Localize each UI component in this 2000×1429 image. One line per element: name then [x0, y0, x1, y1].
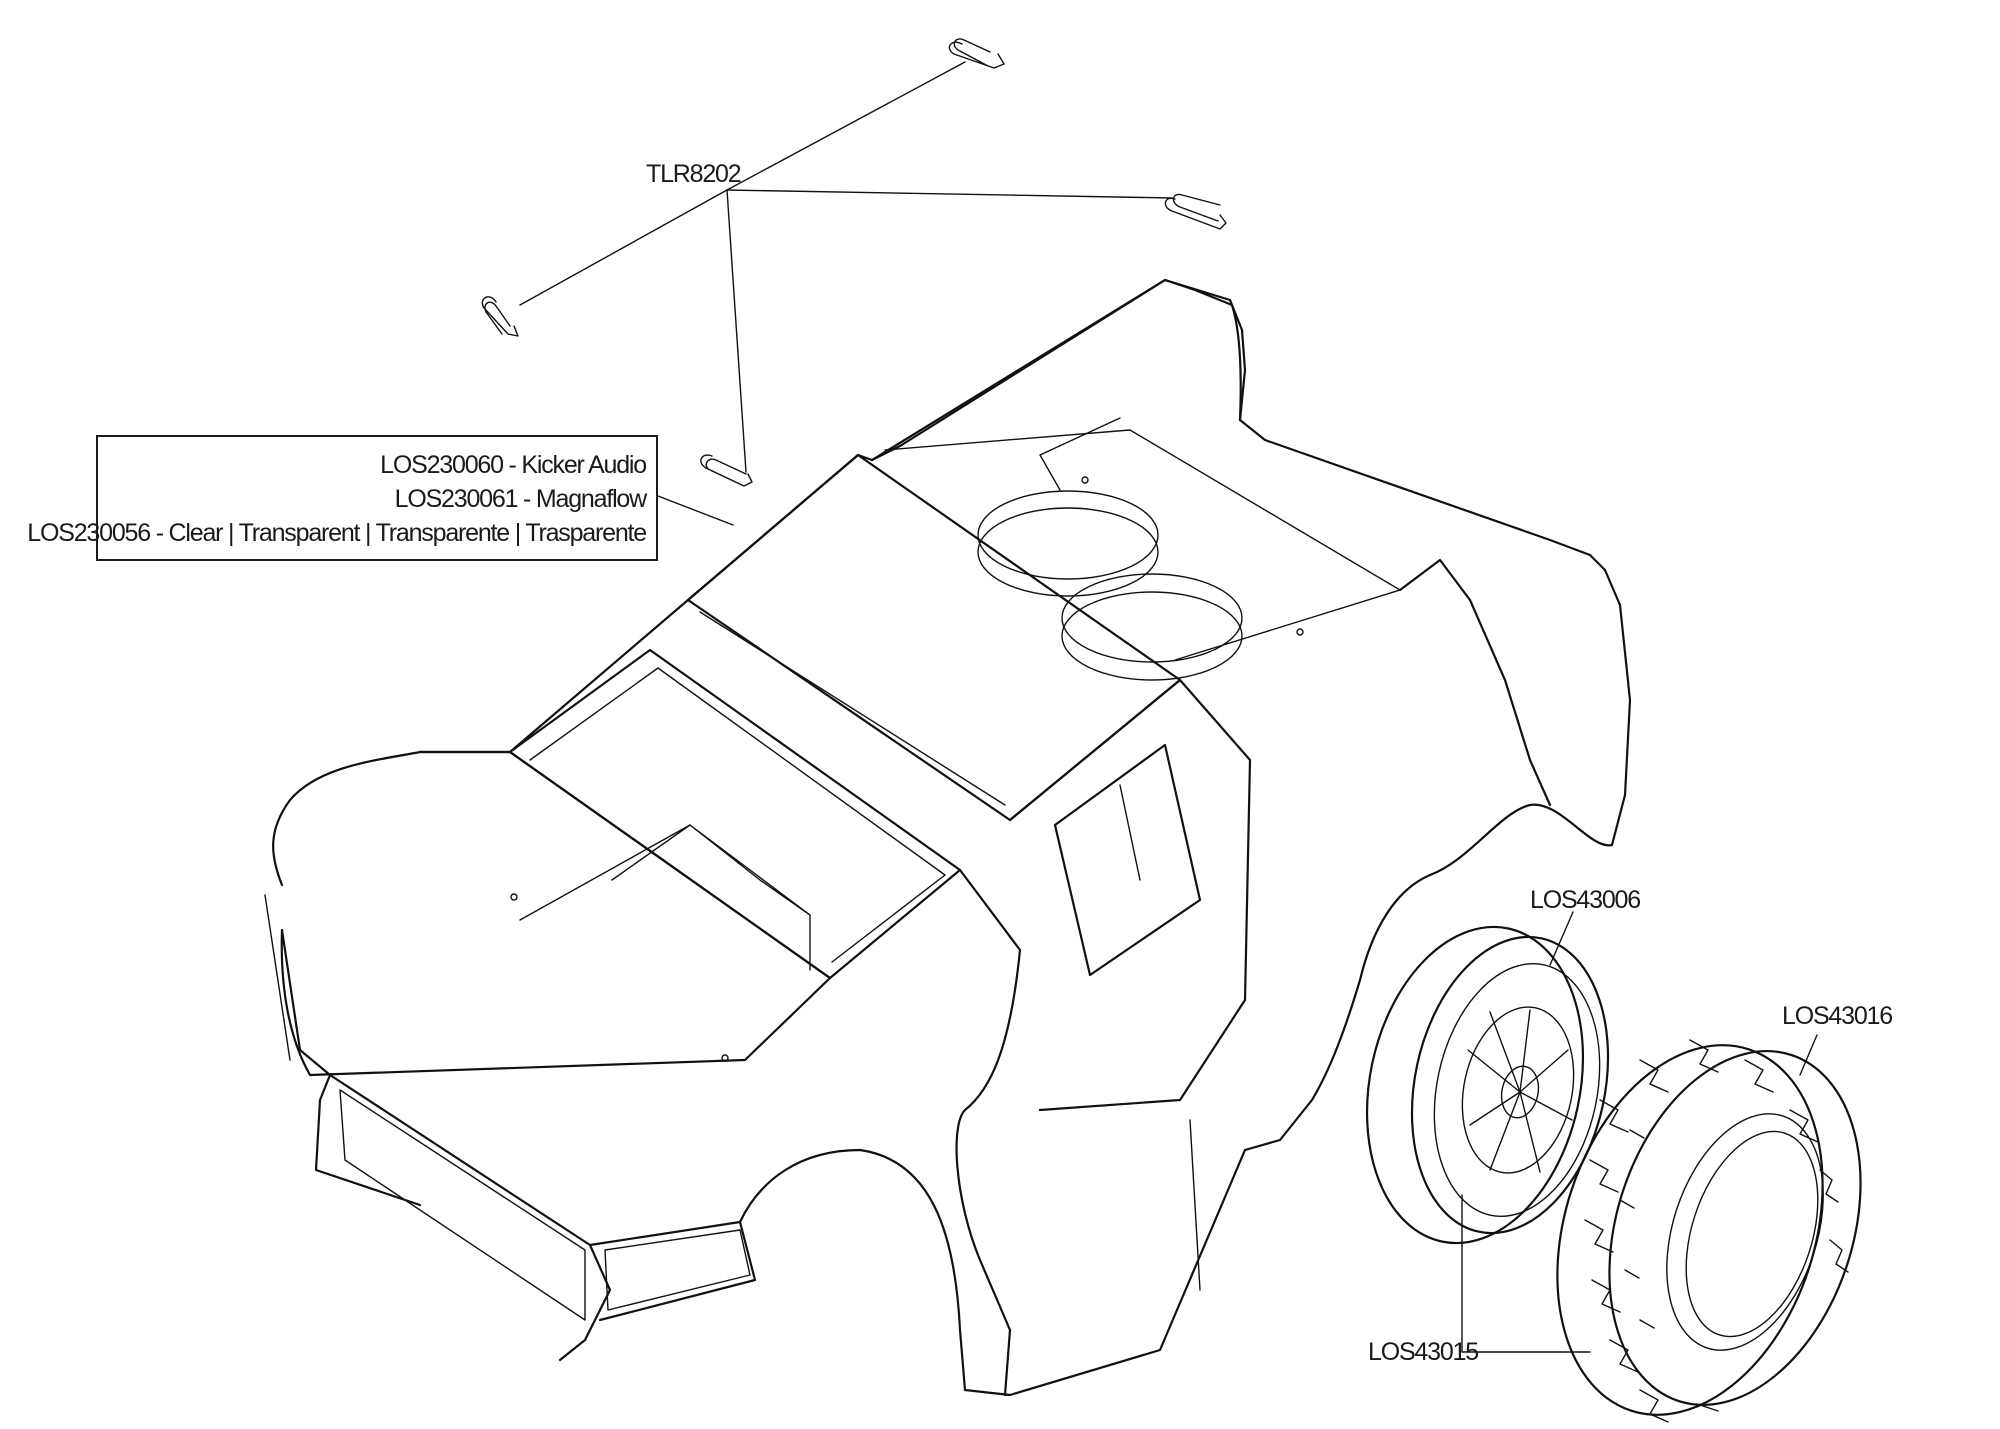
body-part-line: LOS230061 - Magnaflow	[394, 485, 648, 513]
part-label-tire: LOS43016	[1782, 1002, 1893, 1030]
truck-body	[264, 278, 1632, 1397]
body-part-line: LOS230056 - Clear | Transparent | Transp…	[27, 519, 647, 547]
body-part-line: LOS230060 - Kicker Audio	[380, 451, 647, 479]
body-part-box: LOS230060 - Kicker Audio LOS230061 - Mag…	[27, 435, 658, 561]
pins-leader-lines	[519, 61, 1173, 473]
body-clip-top	[948, 38, 1005, 69]
part-label-pins: TLR8202	[646, 160, 742, 188]
body-leader-line	[657, 495, 734, 526]
part-label-wheel: LOS43006	[1530, 886, 1641, 914]
part-label-wheel-tire-set: LOS43015	[1368, 1338, 1479, 1366]
body-clip-left	[481, 296, 519, 337]
tire	[1556, 1039, 1862, 1423]
wheel	[1365, 925, 1610, 1245]
body-clip-right	[1164, 193, 1227, 230]
body-clip-center	[700, 454, 753, 487]
wheel-tire-leader-lines	[1461, 911, 1818, 1353]
